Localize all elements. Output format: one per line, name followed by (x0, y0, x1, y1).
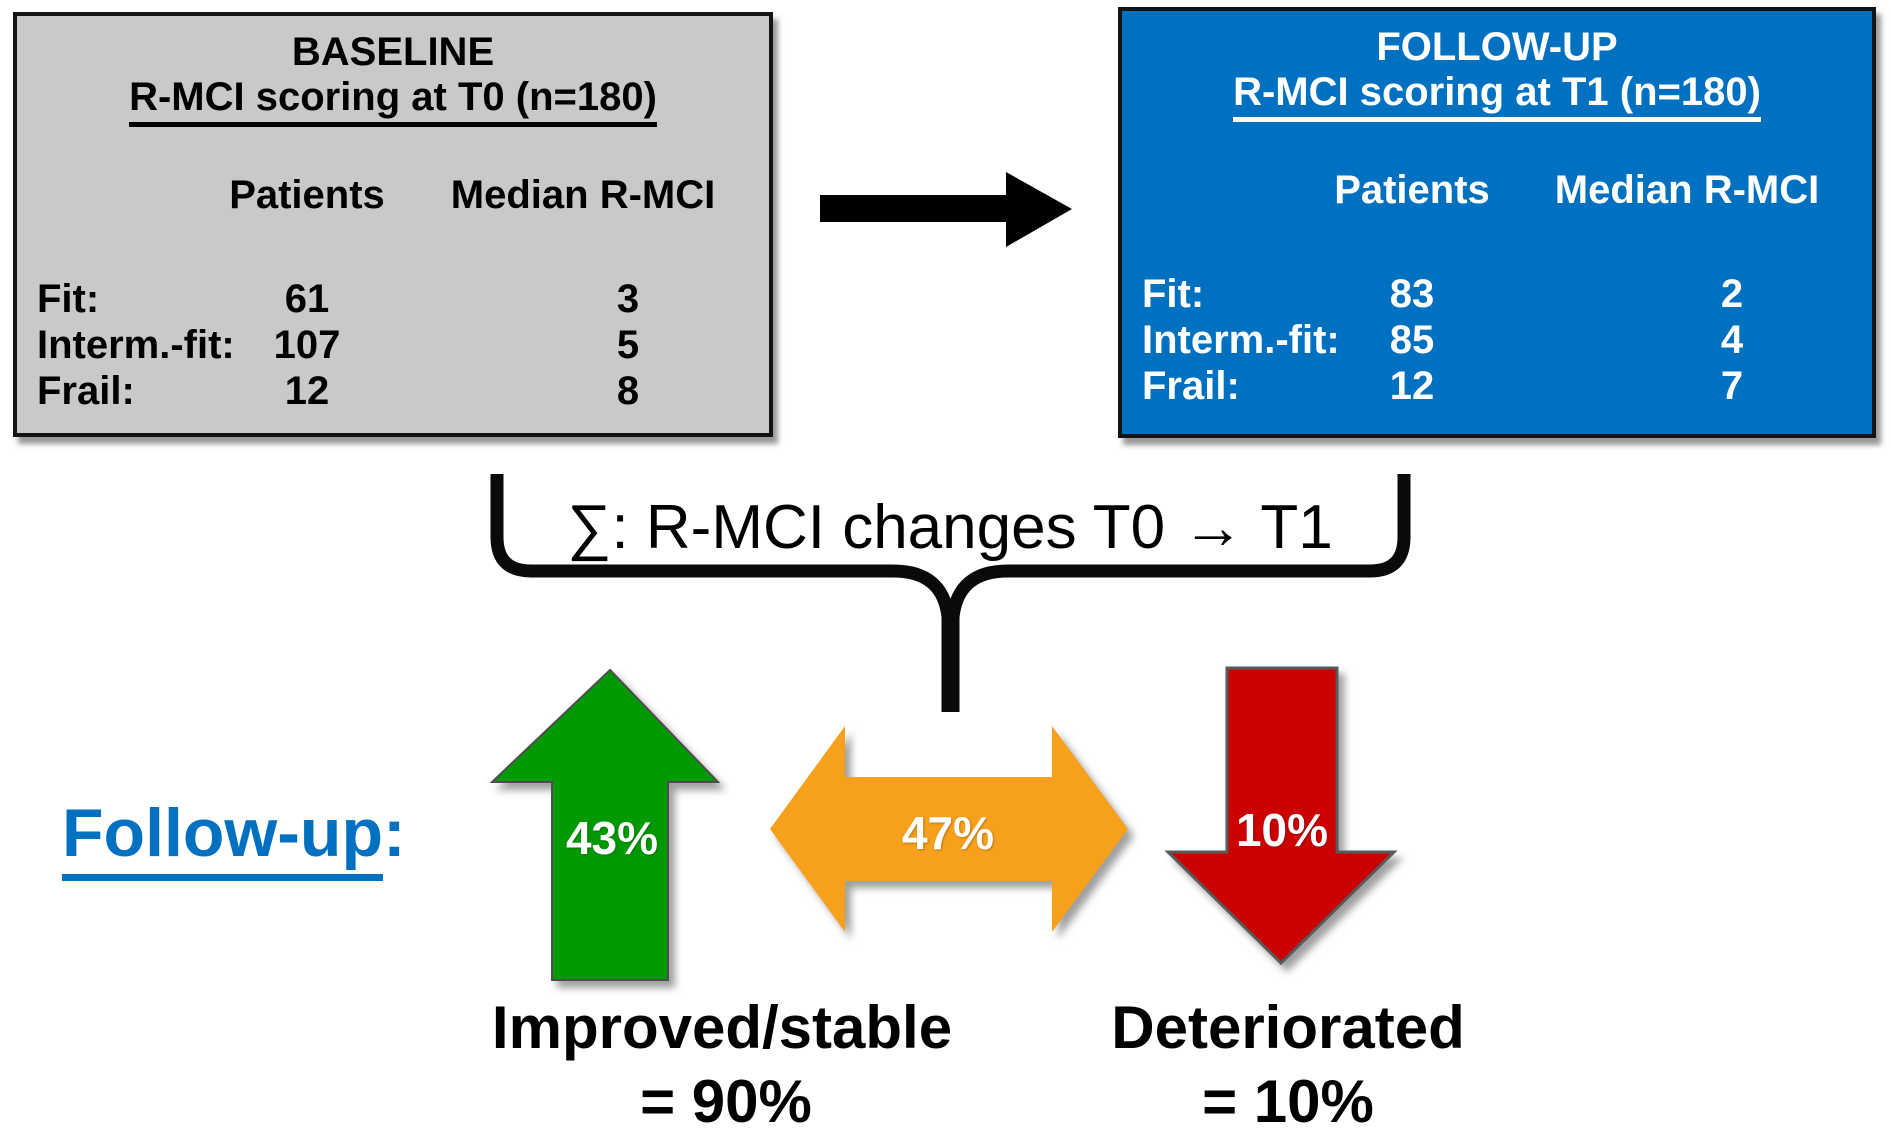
followup-header-median: Median R-MCI (1554, 168, 1820, 212)
row-label: Interm.-fit: (37, 323, 235, 367)
row-label: Interm.-fit: (1142, 318, 1340, 362)
table-row: Frail: 12 8 (17, 368, 769, 414)
row-median: 7 (1720, 364, 1744, 408)
improved-caption-line1: Improved/stable (491, 994, 953, 1061)
baseline-table-header: Patients Median R-MCI (17, 172, 769, 218)
row-patients: 12 (284, 369, 330, 413)
row-patients: 107 (273, 323, 341, 367)
baseline-subtitle: R-MCI scoring at T0 (n=180) (17, 74, 769, 127)
row-label: Frail: (1142, 364, 1240, 408)
row-median: 5 (616, 323, 640, 367)
row-median: 4 (1720, 318, 1744, 362)
followup-header-patients: Patients (1334, 168, 1490, 212)
row-label: Frail: (37, 369, 135, 413)
followup-label: Follow-up: (62, 795, 406, 881)
sum-brace-icon (490, 474, 1411, 712)
baseline-header-patients: Patients (229, 173, 385, 217)
followup-subtitle-text: R-MCI scoring at T1 (n=180) (1233, 70, 1761, 122)
transition-arrow-icon (820, 172, 1072, 247)
row-median: 2 (1720, 272, 1744, 316)
deteriorated-arrow-icon (1164, 666, 1398, 966)
baseline-header-median: Median R-MCI (450, 173, 716, 217)
row-label: Fit: (1142, 272, 1205, 316)
improved-arrow-icon (489, 668, 721, 981)
table-row: Interm.-fit: 107 5 (17, 322, 769, 368)
stable-percent: 47% (901, 807, 995, 859)
followup-box: FOLLOW-UP R-MCI scoring at T1 (n=180) Pa… (1118, 7, 1876, 438)
table-row: Frail: 12 7 (1122, 363, 1872, 409)
deteriorated-caption-line1: Deteriorated (1111, 994, 1465, 1061)
followup-table-rows: Fit: 83 2 Interm.-fit: 85 4 Frail: 12 7 (1122, 271, 1872, 409)
baseline-title: BASELINE (291, 30, 495, 74)
row-median: 8 (616, 369, 640, 413)
followup-label-text: Follow-up (62, 795, 384, 881)
followup-subtitle: R-MCI scoring at T1 (n=180) (1122, 69, 1872, 122)
row-label: Fit: (37, 277, 100, 321)
deteriorated-percent: 10% (1235, 804, 1329, 856)
row-patients: 12 (1389, 364, 1435, 408)
improved-caption-line2: = 90% (640, 1068, 812, 1129)
baseline-box: BASELINE R-MCI scoring at T0 (n=180) Pat… (13, 12, 773, 437)
followup-table-header: Patients Median R-MCI (1122, 167, 1872, 213)
baseline-subtitle-text: R-MCI scoring at T0 (n=180) (129, 75, 657, 127)
sum-label: ∑: R-MCI changes T0 → T1 (567, 493, 1333, 562)
stable-arrow-icon (770, 726, 1128, 932)
deteriorated-caption-line2: = 10% (1202, 1068, 1374, 1129)
baseline-table-rows: Fit: 61 3 Interm.-fit: 107 5 Frail: 12 8 (17, 276, 769, 414)
table-row: Fit: 83 2 (1122, 271, 1872, 317)
followup-label-colon: : (383, 795, 406, 871)
followup-title: FOLLOW-UP (1376, 25, 1618, 69)
row-patients: 61 (284, 277, 330, 321)
table-row: Fit: 61 3 (17, 276, 769, 322)
row-median: 3 (616, 277, 640, 321)
row-patients: 85 (1389, 318, 1435, 362)
table-row: Interm.-fit: 85 4 (1122, 317, 1872, 363)
row-patients: 83 (1389, 272, 1435, 316)
improved-percent: 43% (565, 812, 659, 864)
